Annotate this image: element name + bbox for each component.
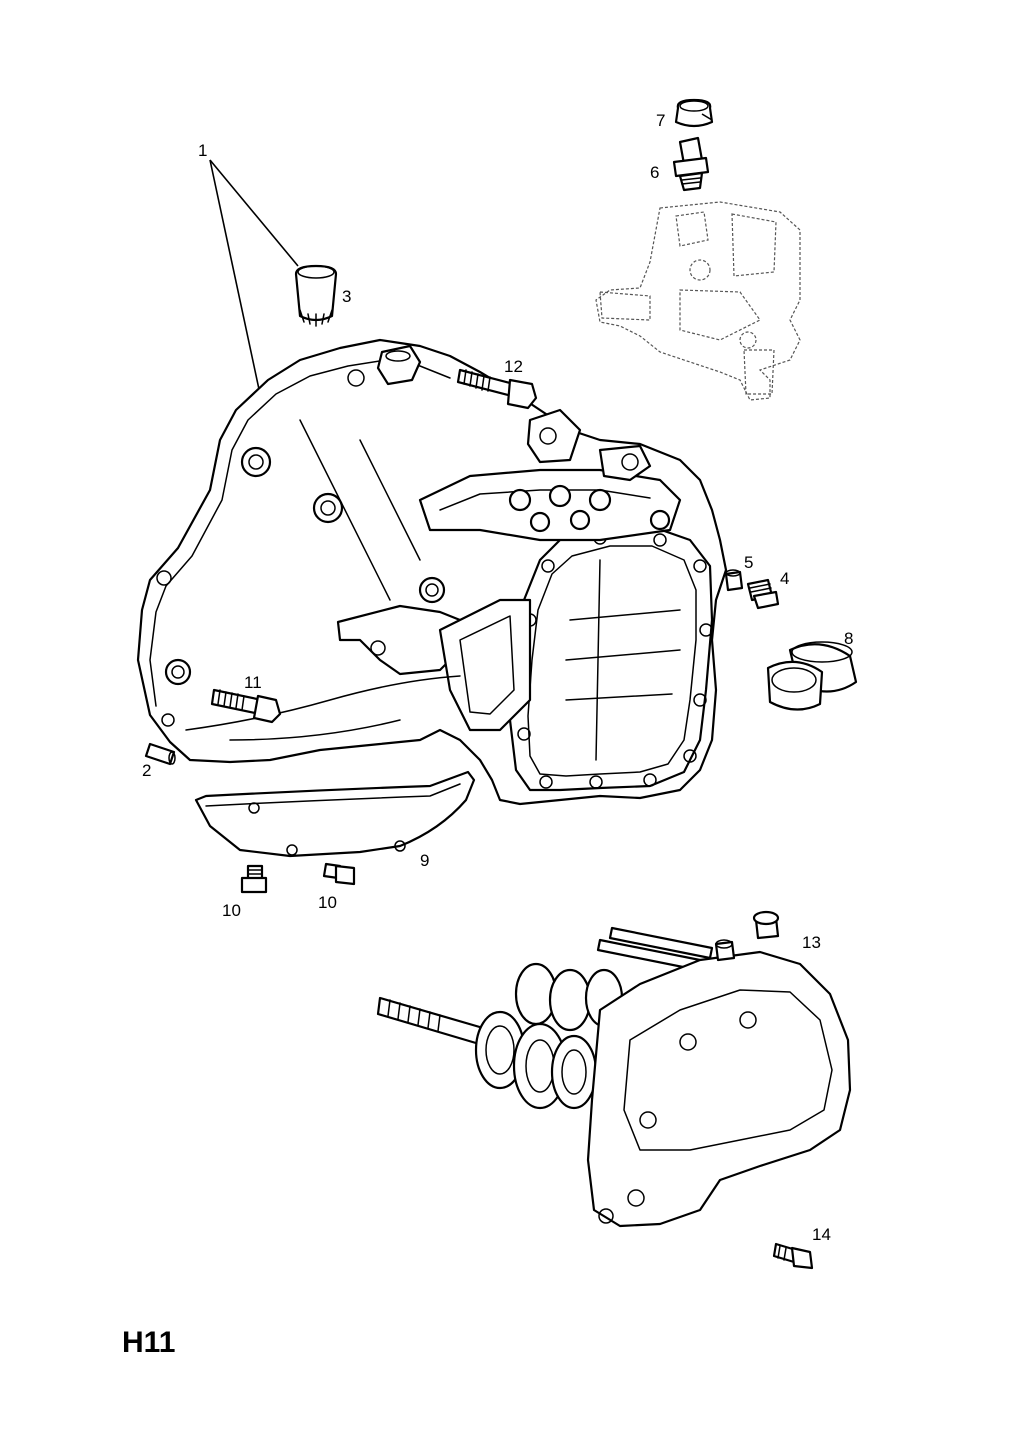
- callout-10a: 10: [222, 901, 241, 920]
- callout-13: 13: [802, 933, 821, 952]
- part-1-leaders: [209, 159, 299, 395]
- part-3-sleeve: [294, 264, 338, 327]
- part-4-plug: [746, 578, 780, 610]
- callout-8: 8: [844, 629, 853, 648]
- part-7-cap: [674, 98, 714, 128]
- part-10-bolt-right: [322, 862, 356, 886]
- callout-leaders: [701, 113, 713, 121]
- ghost-housing-reference: [595, 201, 801, 401]
- callout-4: 4: [780, 569, 789, 588]
- part-11-bolt: [210, 688, 282, 724]
- part-8-seal: [766, 641, 858, 711]
- callout-11: 11: [244, 673, 262, 692]
- part-2-dowel: [144, 742, 176, 766]
- part-5-pin: [724, 569, 744, 592]
- callout-5: 5: [744, 553, 753, 572]
- callout-6: 6: [650, 163, 659, 182]
- callout-1: 1: [198, 141, 207, 160]
- callout-14: 14: [812, 1225, 831, 1244]
- page-code: H11: [122, 1326, 175, 1359]
- part-6-sensor: [672, 136, 710, 192]
- callout-9: 9: [420, 851, 429, 870]
- callouts: 1 2 3 4 5 6 7 8 9 10 10 11 12 13 14: [142, 111, 853, 1244]
- transmission-housing: [136, 338, 728, 806]
- callout-3: 3: [342, 287, 351, 306]
- part-14-bolt: [772, 1242, 814, 1270]
- callout-7: 7: [656, 111, 665, 130]
- part-13-gear-assembly: [376, 910, 852, 1228]
- callout-10b: 10: [318, 893, 337, 912]
- part-12-bolt: [456, 368, 538, 410]
- callout-12: 12: [504, 357, 523, 376]
- part-10-bolt-left: [240, 864, 268, 894]
- callout-2: 2: [142, 761, 151, 780]
- part-9-cover: [194, 770, 476, 858]
